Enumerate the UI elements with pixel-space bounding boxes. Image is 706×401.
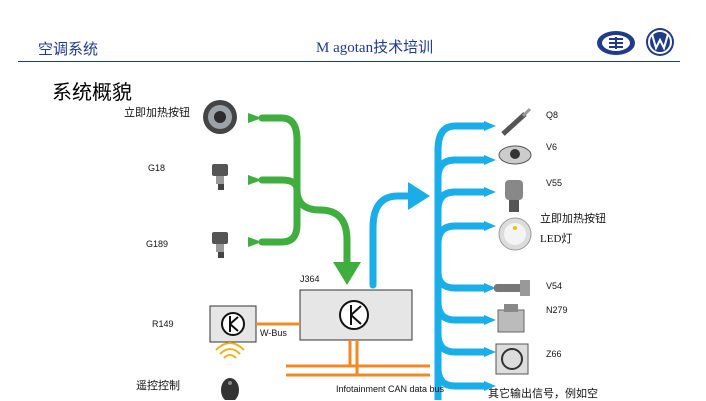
green-input-flow	[258, 114, 351, 266]
can-bus-label: Infotainment CAN data bus	[336, 384, 445, 394]
led-button-icon	[498, 217, 532, 251]
z66-fan-icon	[495, 343, 529, 375]
output-label-q8: Q8	[546, 110, 559, 120]
heater-button-icon	[203, 100, 237, 134]
v6-blower-icon	[498, 145, 532, 165]
controller-label: J364	[300, 274, 320, 284]
remote-key-icon	[221, 378, 239, 400]
output-label-other: 其它输出信号，例如空	[488, 388, 598, 400]
controller-j364	[299, 289, 413, 341]
n279-valve-icon	[497, 304, 525, 333]
remote-label: 遥控控制	[136, 380, 180, 392]
cyan-output-flow	[369, 122, 488, 400]
output-label-led: LED灯	[540, 233, 573, 245]
g189-sensor-icon	[212, 232, 228, 258]
r149-label: R149	[152, 319, 174, 329]
v55-pump-icon	[505, 180, 523, 212]
vw-logo	[646, 28, 674, 56]
v54-pump-icon	[494, 280, 530, 296]
faw-logo	[597, 31, 635, 55]
header-center-title: M agotan技术培训	[316, 40, 434, 56]
output-label-n279: N279	[546, 305, 568, 315]
output-label-heater-button: 立即加热按钮	[540, 213, 606, 225]
header-divider	[18, 61, 680, 62]
output-label-v6: V6	[546, 142, 558, 152]
cyan-arrowheads	[408, 121, 496, 391]
orange-bus-lines	[256, 322, 430, 377]
output-label-v54: V54	[546, 281, 563, 291]
page-subtitle: 系统概貌	[52, 82, 132, 104]
header-left-title: 空调系统	[38, 42, 99, 58]
remote-signal-icon	[215, 342, 245, 359]
output-label-v55: V55	[546, 178, 563, 188]
input-label-g189: G189	[146, 239, 169, 249]
input-label-g18: G18	[148, 163, 166, 173]
wbus-label: W-Bus	[260, 328, 287, 338]
input-label-heater-button: 立即加热按钮	[124, 107, 190, 119]
q8-glowplug-icon	[501, 107, 532, 136]
g18-sensor-icon	[212, 164, 228, 190]
r149-box	[209, 305, 257, 343]
output-label-z66: Z66	[546, 349, 562, 359]
green-arrowheads	[248, 113, 361, 285]
